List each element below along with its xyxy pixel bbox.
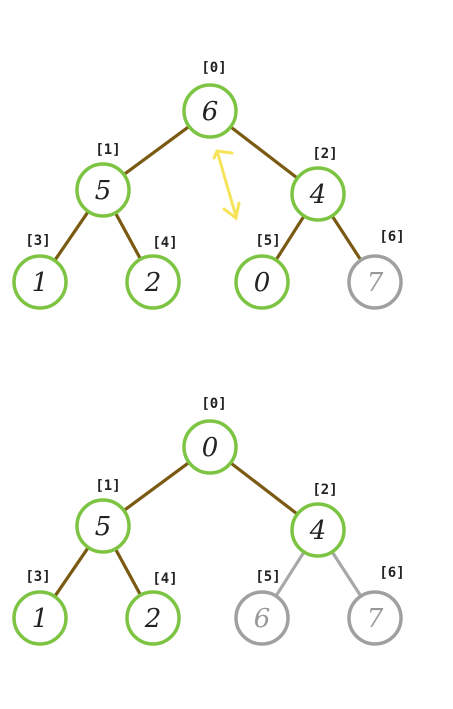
node-index-label: [1] — [95, 142, 120, 158]
node-value: 6 — [202, 97, 219, 127]
swap-arrow-icon — [212, 149, 241, 221]
heap-node: 6 — [234, 590, 290, 646]
tree-edge — [113, 211, 143, 261]
node-index-label: [6] — [379, 565, 404, 581]
node-value: 4 — [309, 180, 327, 210]
tree-edge — [113, 547, 143, 597]
node-value: 0 — [202, 433, 219, 463]
node-value: 5 — [95, 512, 112, 542]
node-value: 4 — [309, 516, 327, 546]
node-circle — [347, 590, 403, 646]
node-index-label: [2] — [312, 482, 337, 498]
node-index-label: [4] — [152, 571, 177, 587]
node-value: 7 — [367, 604, 384, 634]
heap-node: 5 — [75, 162, 131, 218]
tree-edge — [122, 124, 191, 177]
node-circle — [125, 590, 181, 646]
node-value: 5 — [95, 176, 112, 206]
node-value: 2 — [144, 604, 162, 634]
node-circle — [290, 502, 346, 558]
node-index-label: [4] — [152, 235, 177, 251]
node-circle — [12, 590, 68, 646]
heap-node: 0 — [234, 254, 290, 310]
node-index-label: [2] — [312, 146, 337, 162]
node-value: 0 — [254, 268, 271, 298]
node-circle — [182, 419, 238, 475]
node-index-label: [0] — [201, 60, 226, 76]
tree-edge — [274, 214, 306, 262]
node-index-label: [6] — [379, 229, 404, 245]
tree-edge — [229, 461, 299, 516]
node-circle — [234, 590, 290, 646]
node-value: 1 — [32, 604, 49, 634]
node-value: 2 — [144, 268, 162, 298]
heap-node: 7 — [347, 590, 403, 646]
node-circle — [75, 498, 131, 554]
heap-node: 0 — [182, 419, 238, 475]
node-index-label: [3] — [25, 569, 50, 585]
node-index-label: [5] — [255, 233, 280, 249]
heap-node: 6 — [182, 83, 238, 139]
node-index-label: [5] — [255, 569, 280, 585]
heap-node: 7 — [347, 254, 403, 310]
node-circle — [234, 254, 290, 310]
node-value: 1 — [32, 268, 49, 298]
node-circle — [125, 254, 181, 310]
node-value: 7 — [367, 268, 384, 298]
node-circle — [75, 162, 131, 218]
tree-edge — [330, 214, 363, 262]
heap-before: 6 [0] 5 [1] 4 [2] 1 [3] 2 [4] 0 [5] 7 [6] — [12, 60, 405, 310]
node-index-label: [1] — [95, 478, 120, 494]
heap-node: 4 — [290, 166, 346, 222]
tree-edge — [53, 545, 90, 599]
heap-node: 1 — [12, 254, 68, 310]
heap-node: 2 — [125, 254, 181, 310]
heap-node: 2 — [125, 590, 181, 646]
tree-edge — [122, 460, 191, 513]
node-index-label: [0] — [201, 396, 226, 412]
tree-edge — [53, 209, 90, 263]
heap-node: 4 — [290, 502, 346, 558]
heap-node: 5 — [75, 498, 131, 554]
node-circle — [12, 254, 68, 310]
node-circle — [182, 83, 238, 139]
node-value: 6 — [254, 604, 271, 634]
heap-after: 0 [0] 5 [1] 4 [2] 1 [3] 2 [4] 6 [5] 7 [6] — [12, 396, 405, 646]
heap-node: 1 — [12, 590, 68, 646]
node-circle — [347, 254, 403, 310]
tree-edge — [330, 550, 363, 598]
tree-edge — [274, 550, 306, 598]
node-index-label: [3] — [25, 233, 50, 249]
tree-edge — [229, 125, 299, 180]
node-circle — [290, 166, 346, 222]
